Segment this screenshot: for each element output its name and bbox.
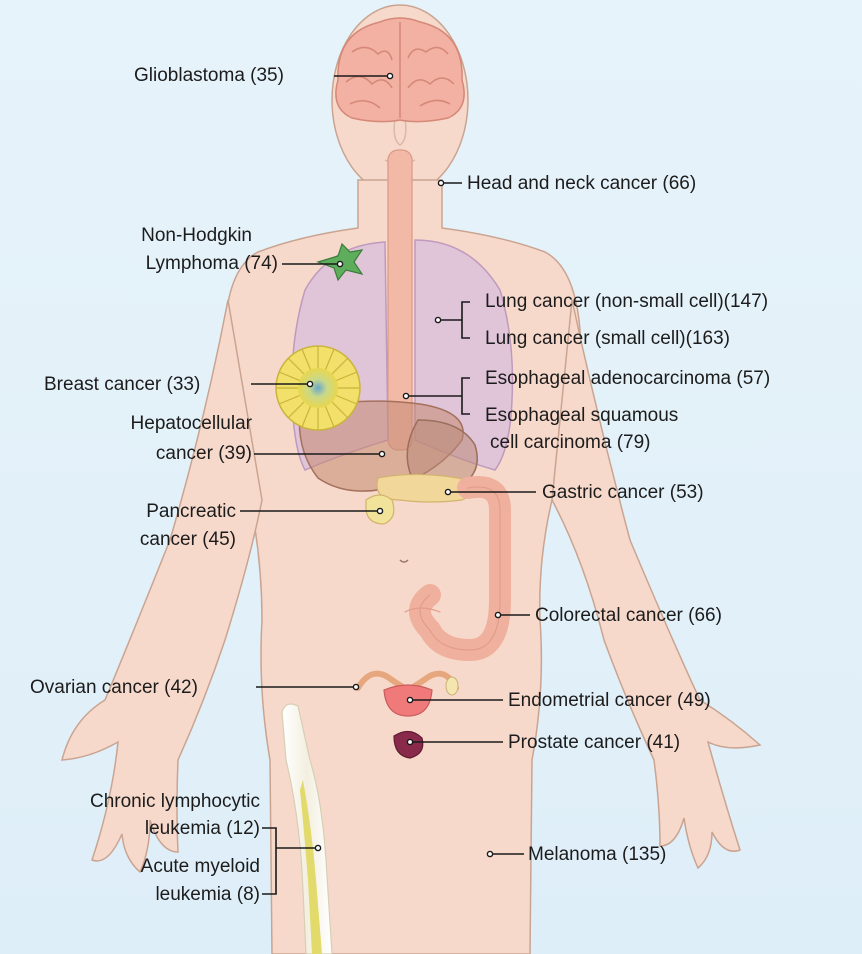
- label-colorectal-cancer: Colorectal cancer (66): [535, 604, 722, 627]
- label-aml-line1: Acute myeloid: [60, 855, 260, 878]
- label-cll-line2: leukemia (12): [60, 817, 260, 840]
- label-prostate-cancer: Prostate cancer (41): [508, 731, 680, 754]
- breast-organ: [276, 346, 360, 430]
- label-glioblastoma: Glioblastoma (35): [134, 64, 284, 87]
- label-esophageal-adenocarcinoma: Esophageal adenocarcinoma (57): [485, 367, 770, 390]
- label-non-hodgkin-line1: Non-Hodgkin: [96, 224, 252, 247]
- label-gastric-cancer: Gastric cancer (53): [542, 481, 704, 504]
- label-lung-cancer-non-small-cell: Lung cancer (non-small cell)(147): [485, 290, 768, 313]
- label-aml-line2: leukemia (8): [60, 883, 260, 906]
- label-hepatocellular-line2: cancer (39): [80, 442, 252, 465]
- label-head-and-neck-cancer: Head and neck cancer (66): [467, 172, 696, 195]
- label-pancreatic-line2: cancer (45): [96, 528, 236, 551]
- label-hepatocellular-line1: Hepatocellular: [80, 412, 252, 435]
- label-endometrial-cancer: Endometrial cancer (49): [508, 689, 711, 712]
- label-melanoma: Melanoma (135): [528, 843, 666, 866]
- label-esophageal-squamous-line1: Esophageal squamous: [485, 404, 678, 427]
- label-breast-cancer: Breast cancer (33): [44, 373, 200, 396]
- label-lung-cancer-small-cell: Lung cancer (small cell)(163): [485, 327, 730, 350]
- label-cll-line1: Chronic lymphocytic: [20, 790, 260, 813]
- brain-organ: [336, 18, 464, 122]
- label-pancreatic-line1: Pancreatic: [96, 500, 236, 523]
- label-esophageal-squamous-line2: cell carcinoma (79): [490, 431, 651, 454]
- label-non-hodgkin-line2: Lymphoma (74): [76, 252, 278, 275]
- label-ovarian-cancer: Ovarian cancer (42): [30, 676, 198, 699]
